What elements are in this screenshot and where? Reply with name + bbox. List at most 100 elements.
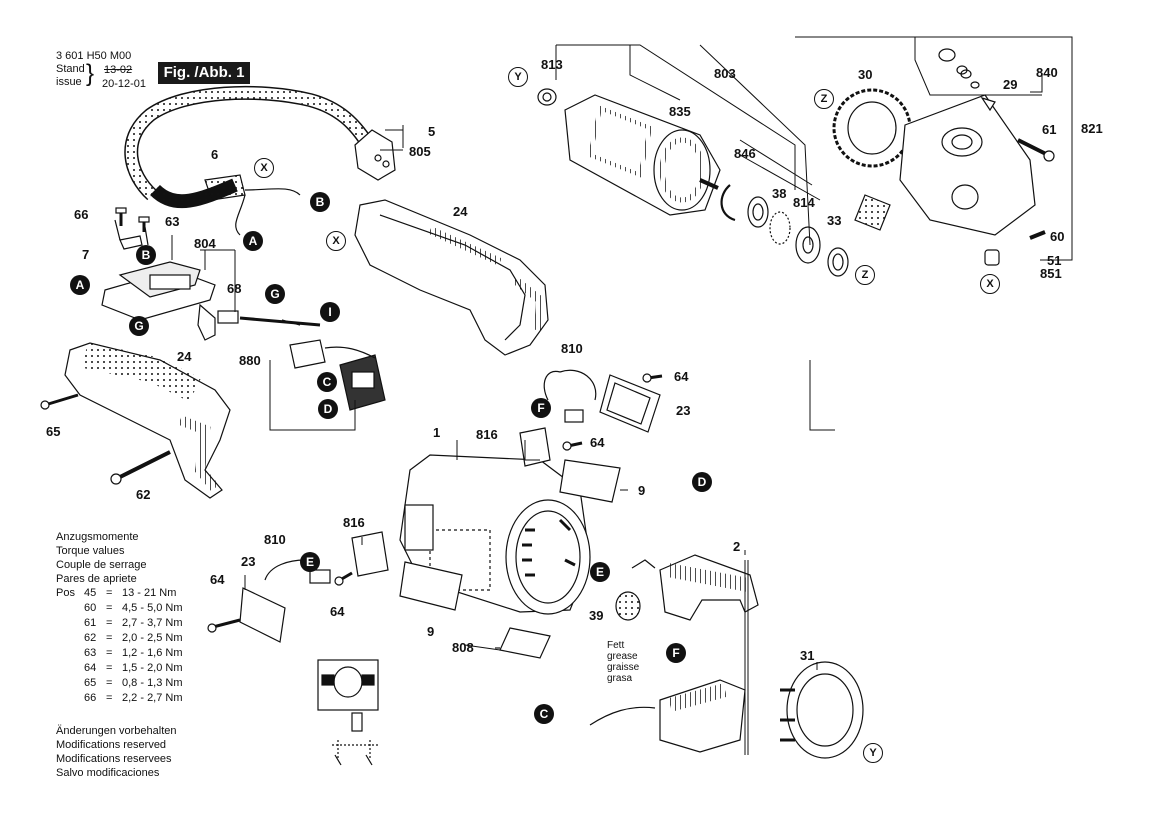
grease-note-en: grease <box>607 651 638 662</box>
part-label: 63 <box>165 214 180 229</box>
ref-marker-e: E <box>590 562 610 582</box>
gear-and-head <box>832 48 1036 266</box>
torque-pos: 64 <box>84 662 97 674</box>
ref-marker-a: A <box>243 231 263 251</box>
part-label: 31 <box>800 648 815 663</box>
part-label: 7 <box>82 247 90 262</box>
modifications-fr: Modifications reservees <box>56 753 172 765</box>
part-label: 23 <box>241 554 256 569</box>
torque-pos: 65 <box>84 677 97 689</box>
modifications-en: Modifications reserved <box>56 739 167 751</box>
torque-eq: = <box>106 632 113 644</box>
ref-marker-y: Y <box>508 67 528 87</box>
part-label: 24 <box>177 349 192 364</box>
figure-label: Fig. /Abb. 1 <box>158 62 250 84</box>
part-label: 816 <box>343 515 365 530</box>
torque-pos: 61 <box>84 617 97 629</box>
part-label: 64 <box>590 435 605 450</box>
field-coil-upper <box>631 554 759 621</box>
ref-marker-g: G <box>129 316 149 336</box>
part-label: 804 <box>194 236 216 251</box>
screws <box>40 138 1055 633</box>
brace-symbol: } <box>86 60 95 87</box>
part-label: 66 <box>74 207 89 222</box>
part-label: 808 <box>452 640 474 655</box>
brush-holder-bottom <box>239 531 389 643</box>
part-label: 64 <box>210 572 225 587</box>
part-label: 1 <box>433 425 441 440</box>
torque-eq: = <box>106 692 113 704</box>
torque-pos: 45 <box>84 587 97 599</box>
part-label: 65 <box>46 424 61 439</box>
ref-marker-d: D <box>318 399 338 419</box>
part-label: 810 <box>264 532 286 547</box>
part-label: 6 <box>211 147 219 162</box>
ref-marker-e: E <box>300 552 320 572</box>
part-label: 835 <box>669 104 691 119</box>
torque-value: 13 - 21 Nm <box>122 587 177 599</box>
leader-lines <box>171 36 1073 755</box>
part-label: 851 <box>1040 266 1062 281</box>
torque-pos: 66 <box>84 692 97 704</box>
part-label: 38 <box>772 186 787 201</box>
part-label: 29 <box>1003 77 1018 92</box>
ref-marker-b: B <box>310 192 330 212</box>
part-label: 803 <box>714 66 736 81</box>
ref-marker-x: X <box>326 231 346 251</box>
part-label: 9 <box>638 483 646 498</box>
ref-marker-x: X <box>254 158 274 178</box>
part-label: 62 <box>136 487 151 502</box>
part-label: 5 <box>428 124 436 139</box>
handle-half-top <box>354 199 549 356</box>
part-label: 30 <box>858 67 873 82</box>
grease-note-es: grasa <box>607 673 633 684</box>
torque-value: 2,2 - 2,7 Nm <box>122 692 183 704</box>
ref-marker-d: D <box>692 472 712 492</box>
grease-pack <box>615 591 641 621</box>
stand-label: Stand <box>56 63 85 75</box>
part-label: 846 <box>734 146 756 161</box>
torque-eq: = <box>106 647 113 659</box>
part-label: 880 <box>239 353 261 368</box>
torque-heading-es: Pares de apriete <box>56 573 137 585</box>
brush-holder-top <box>519 369 661 467</box>
torque-heading-en: Torque values <box>56 545 125 557</box>
torque-value: 2,7 - 3,7 Nm <box>122 617 183 629</box>
ref-marker-i: I <box>320 302 340 322</box>
pos-label: Pos <box>56 587 75 599</box>
part-label: 9 <box>427 624 435 639</box>
part-label: 810 <box>561 341 583 356</box>
part-label: 840 <box>1036 65 1058 80</box>
handle-half-bottom <box>64 342 231 499</box>
end-cap <box>780 661 864 759</box>
torque-value: 2,0 - 2,5 Nm <box>122 632 183 644</box>
issue-label: issue <box>56 76 82 88</box>
part-label: 60 <box>1050 229 1065 244</box>
grease-note-fr: graisse <box>607 662 640 673</box>
part-label: 23 <box>676 403 691 418</box>
old-issue-date: 13-02 <box>104 64 133 76</box>
ref-marker-z: Z <box>814 89 834 109</box>
torque-value: 4,5 - 5,0 Nm <box>122 602 183 614</box>
part-label: 814 <box>793 195 815 210</box>
armature <box>537 88 721 216</box>
part-label: 51 <box>1047 253 1062 268</box>
torque-heading-de: Anzugsmomente <box>56 531 139 543</box>
part-label: 39 <box>589 608 604 623</box>
wiring-schematic <box>317 659 379 766</box>
ref-marker-a: A <box>70 275 90 295</box>
part-label: 821 <box>1081 121 1103 136</box>
part-label: 64 <box>674 369 689 384</box>
modifications-es: Salvo modificaciones <box>56 767 160 779</box>
torque-eq: = <box>106 617 113 629</box>
new-issue-date: 20-12-01 <box>102 78 147 90</box>
rating-plates <box>399 459 621 659</box>
torque-pos: 60 <box>84 602 97 614</box>
part-label: 68 <box>227 281 242 296</box>
ref-marker-z: Z <box>855 265 875 285</box>
part-label: 805 <box>409 144 431 159</box>
ref-marker-b: B <box>136 245 156 265</box>
ref-marker-f: F <box>531 398 551 418</box>
torque-value: 1,2 - 1,6 Nm <box>122 647 183 659</box>
